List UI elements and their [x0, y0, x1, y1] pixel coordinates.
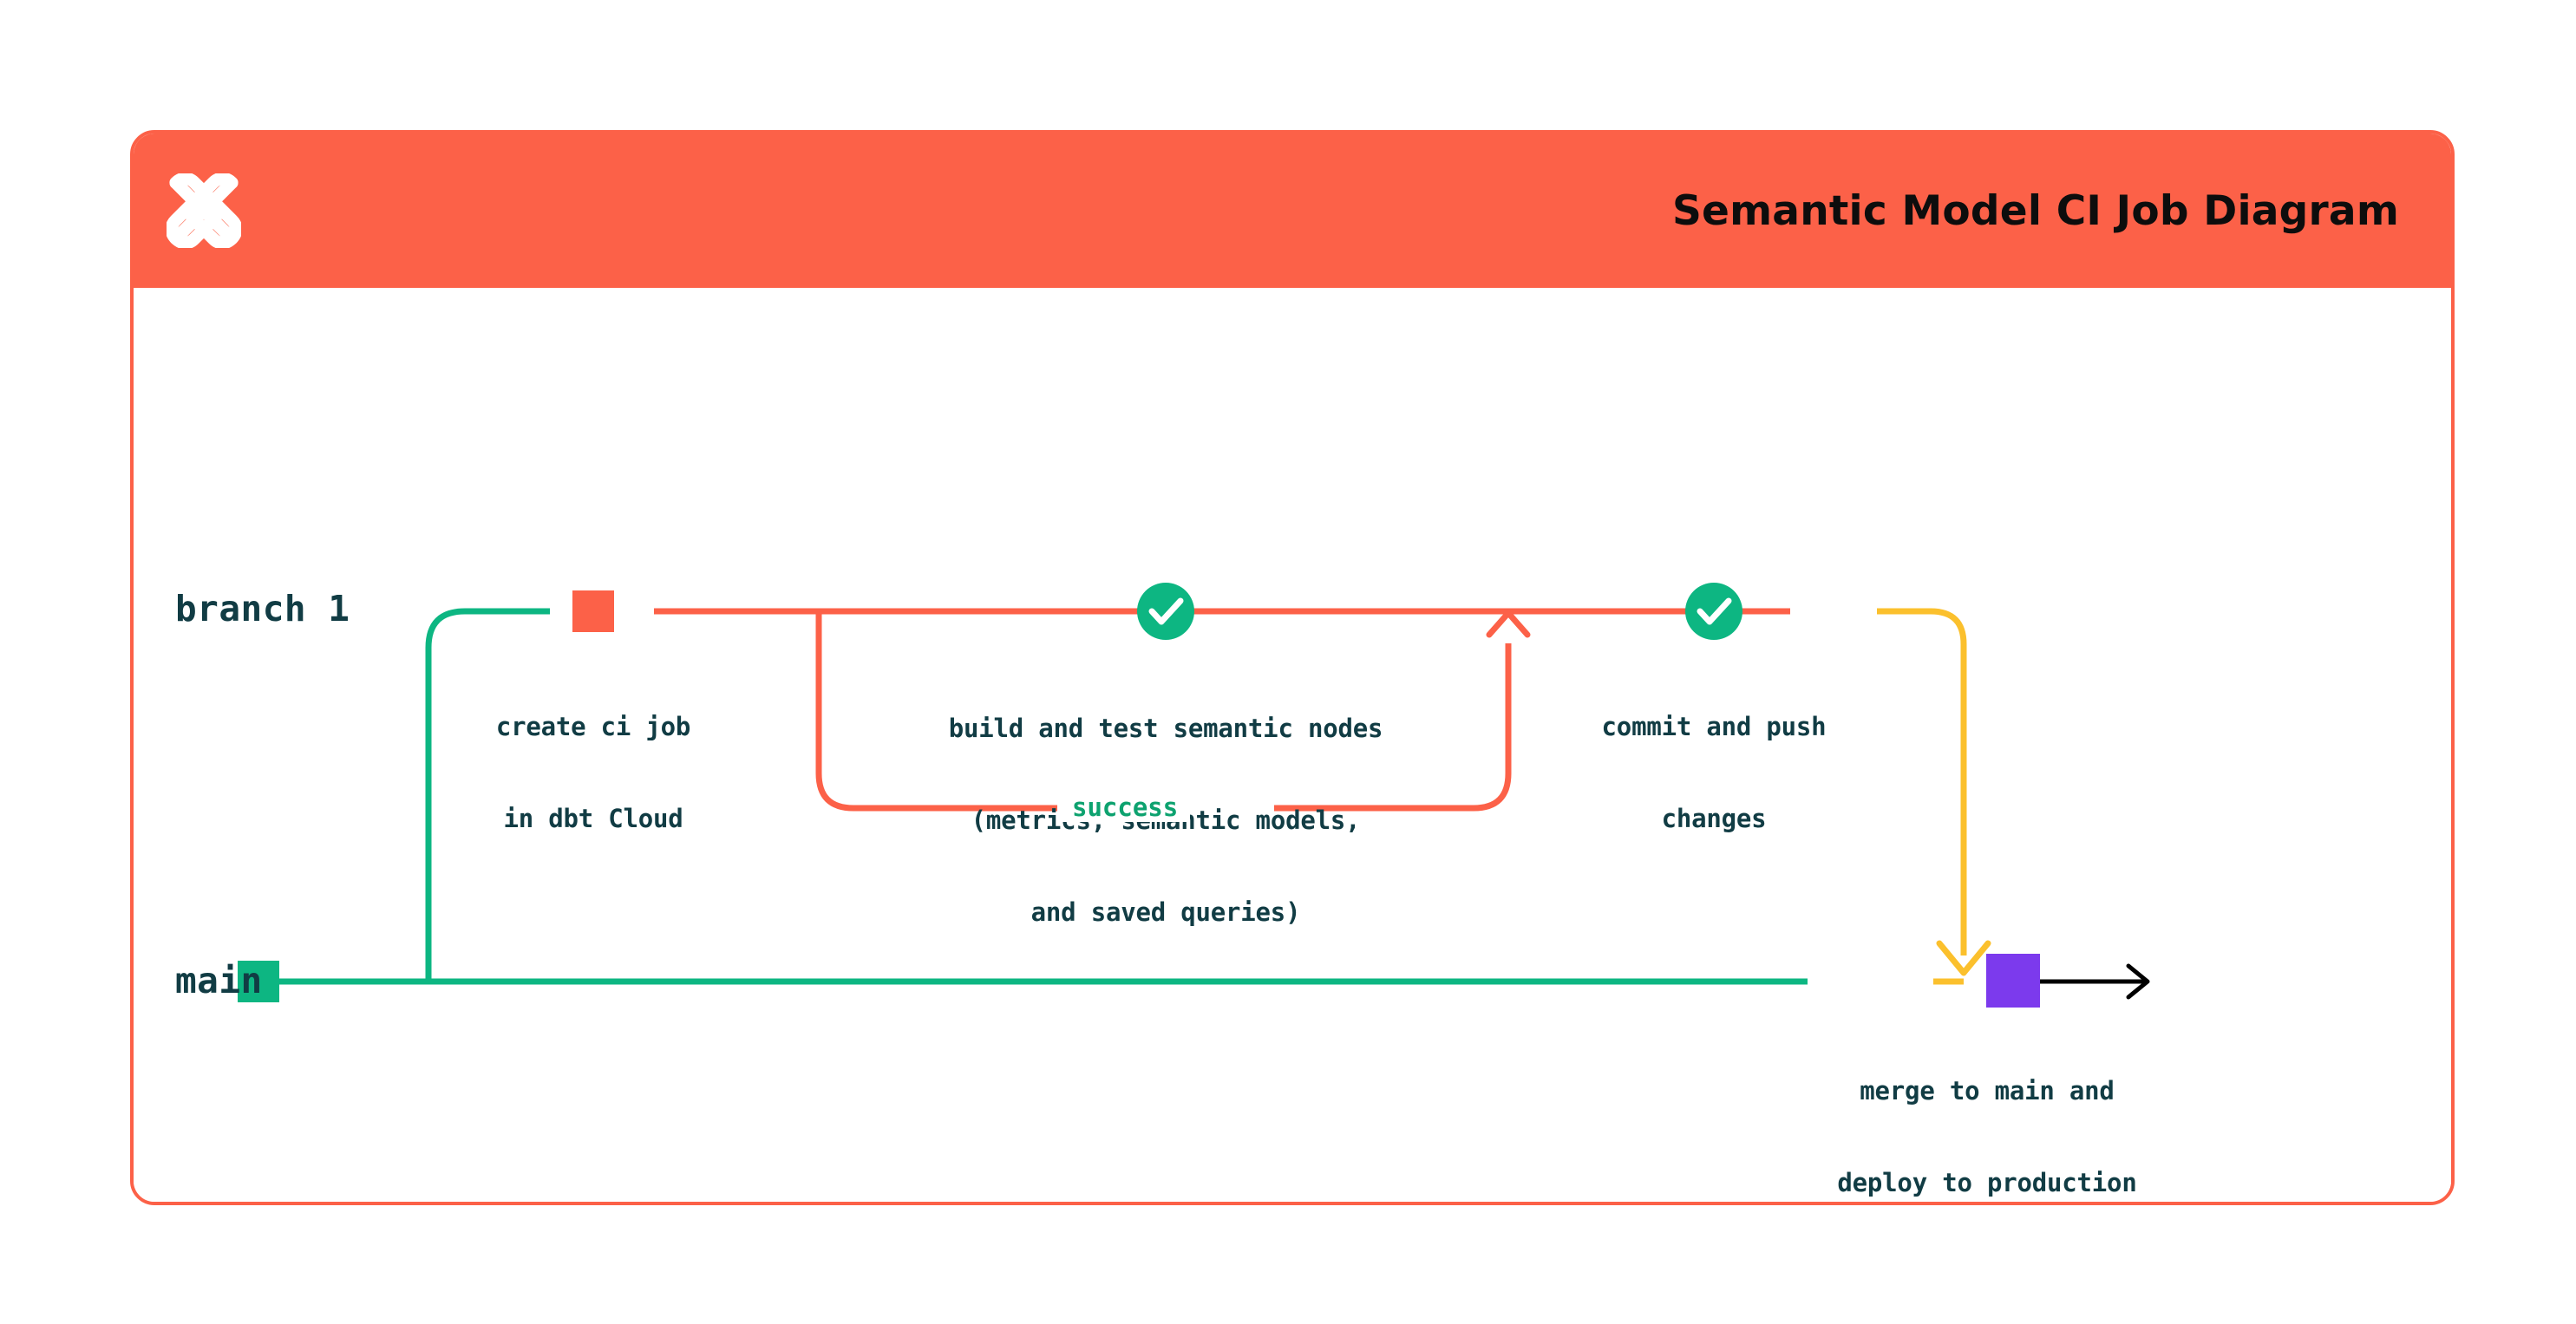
branch-label-branch-1: branch 1: [175, 588, 350, 629]
branch-label-main: main: [175, 960, 263, 1001]
node-label-commit-and-push: commit and push changes: [1506, 650, 1922, 896]
dbt-logo-icon: [167, 173, 241, 248]
node-line: and saved queries): [1030, 897, 1301, 927]
node-label-merge-to-main: merge to main and deploy to production: [1779, 1014, 2195, 1202]
git-flow-diagram: [238, 583, 2150, 1008]
card-body: branch 1 main create ci job in dbt Cloud…: [134, 288, 2451, 1202]
node-line: commit and push: [1601, 711, 1827, 741]
node-line: merge to main and: [1860, 1075, 2115, 1106]
edge-label-success: success: [1060, 792, 1191, 822]
main-start-marker: [238, 961, 279, 1002]
create-ci-job-marker: [572, 590, 614, 632]
commit-and-push-marker: [1685, 583, 1742, 640]
build-and-test-marker: [1137, 583, 1194, 640]
node-line: in dbt Cloud: [503, 803, 683, 833]
card-header: Semantic Model CI Job Diagram: [134, 134, 2451, 288]
node-line: create ci job: [495, 711, 691, 741]
success-loop-path: [815, 610, 1531, 812]
merge-to-main-marker: [1986, 954, 2040, 1008]
node-label-create-ci-job: create ci job in dbt Cloud: [463, 650, 723, 896]
page-title: Semantic Model CI Job Diagram: [1671, 186, 2399, 235]
node-line: deploy to production: [1837, 1167, 2137, 1197]
main-continue-arrow: [2040, 963, 2150, 1000]
node-line: build and test semantic nodes: [948, 713, 1383, 743]
diagram-card: Semantic Model CI Job Diagram: [130, 130, 2455, 1205]
node-line: changes: [1661, 803, 1767, 833]
